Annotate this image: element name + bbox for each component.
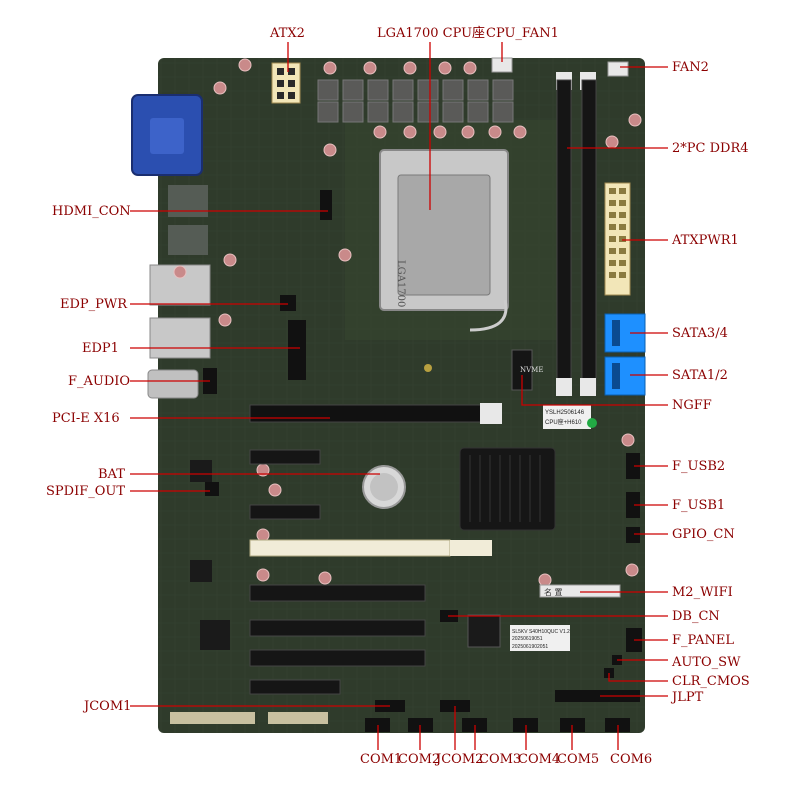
serial-sticker-line3: 2025061902051: [512, 644, 548, 650]
m2-wifi-marking: 名 置: [544, 587, 563, 597]
pci-slot-2: [249, 584, 426, 602]
io-port-1: [168, 185, 208, 217]
label-fan2: FAN2: [672, 60, 709, 75]
label-spdif-out: SPDIF_OUT: [46, 484, 126, 499]
vga-port-inner: [150, 118, 184, 154]
f-usb2-header: [626, 453, 640, 479]
bat-coin-cell-inner: [370, 473, 398, 501]
label-edp1: EDP1: [82, 341, 119, 356]
label-atxpwr1: ATXPWR1: [672, 233, 739, 248]
label-f-usb1: F_USB1: [672, 498, 726, 513]
dimm-slot-2: [581, 79, 597, 391]
edp-pwr-header: [280, 295, 296, 311]
dimm-latch-3: [556, 378, 572, 396]
pointer-ngff: [521, 375, 668, 406]
serial-sticker-line1: SL5KV S40H10QUC V1.2: [512, 629, 570, 635]
gpio-cn-header: [626, 527, 640, 543]
label-pcie-x16: PCI-E X16: [52, 411, 120, 426]
label-gpio-cn: GPIO_CN: [672, 527, 735, 542]
atx2-connector: [271, 62, 301, 104]
spdif-out-header: [205, 482, 219, 496]
label-m2-wifi: M2_WIFI: [672, 585, 733, 600]
label-edp-pwr: EDP_PWR: [60, 297, 128, 312]
f-usb1-header: [626, 492, 640, 518]
label-com2: COM2: [398, 752, 441, 767]
pci-slot-1: [249, 539, 451, 557]
pcie-x16-latch: [480, 403, 502, 424]
cpu-socket-marking: LGA1700: [395, 260, 406, 307]
bios-chip: [467, 614, 501, 648]
green-led: [587, 418, 597, 428]
label-f-panel: F_PANEL: [672, 633, 734, 648]
fan2-header: [607, 61, 629, 77]
io-port-2: [168, 225, 208, 255]
label-sata34: SATA3/4: [672, 326, 728, 341]
m2-wifi-slot: [539, 584, 621, 598]
heatsink-fins: [469, 455, 541, 522]
label-com3: COM3: [479, 752, 522, 767]
io-chip-1: [190, 460, 212, 482]
atx2-pins: [277, 68, 295, 99]
sata1-2-slot: [612, 363, 620, 389]
pci-slot-4: [249, 649, 426, 667]
usb-port-stack-2: [149, 317, 211, 359]
bottom-left-header-2: [268, 712, 328, 724]
label-hdmi-con: HDMI_CON: [52, 204, 131, 219]
label-com4: COM4: [518, 752, 561, 767]
atxpwr1-connector: [604, 182, 631, 296]
label-lga1700: LGA1700 CPU座: [377, 26, 486, 41]
board-sticker-line1: YSLH2506146: [545, 410, 585, 416]
sata3-4-slot: [612, 320, 620, 346]
jlpt-header: [555, 690, 640, 702]
edp1-header: [288, 320, 306, 380]
vrm-chokes: [317, 79, 514, 123]
label-ddr4: 2*PC DDR4: [672, 141, 749, 156]
label-f-audio: F_AUDIO: [68, 374, 131, 389]
label-cpu-fan1: CPU_FAN1: [486, 26, 559, 41]
pci-slot-5: [249, 679, 341, 695]
label-auto-sw: AUTO_SW: [672, 655, 741, 670]
io-chip-3: [200, 620, 230, 650]
hdmi-con-header: [320, 190, 332, 220]
label-sata12: SATA1/2: [672, 368, 728, 383]
dimm-slot-1: [556, 79, 572, 391]
label-jlpt: JLPT: [672, 690, 704, 705]
label-com5: COM5: [557, 752, 600, 767]
pci-slot-1-key: [450, 540, 492, 556]
left-short-slot-2: [249, 504, 321, 520]
pci-slot-3: [249, 619, 426, 637]
left-short-slot-1: [249, 449, 321, 465]
mount-hole-1: [424, 364, 432, 372]
cpu-socket-cover: [397, 174, 491, 296]
label-ngff: NGFF: [672, 398, 712, 413]
atxpwr1-pins: [609, 188, 626, 278]
io-chip-2: [190, 560, 212, 582]
board-sticker-line2: CPU座+H610: [545, 418, 582, 426]
dimm-latch-4: [580, 378, 596, 396]
label-db-cn: DB_CN: [672, 609, 720, 624]
label-clr-cmos: CLR_CMOS: [672, 674, 750, 689]
label-jcom1: JCOM1: [84, 699, 132, 714]
ngff-marking: NVME: [520, 366, 543, 374]
chipset-heatsink: [459, 447, 556, 531]
label-atx2: ATX2: [270, 26, 305, 41]
bottom-left-header-1: [170, 712, 255, 724]
pointer-clr-cmos: [608, 673, 668, 682]
label-com6: COM6: [610, 752, 653, 767]
serial-sticker-line2: 20250619051: [512, 636, 543, 642]
label-bat: BAT: [98, 467, 125, 482]
sata1-2-connector: [604, 356, 646, 396]
label-com1: COM1: [360, 752, 403, 767]
label-f-usb2: F_USB2: [672, 459, 726, 474]
cpu-lever: [469, 299, 508, 332]
pointer-lines: [130, 42, 668, 750]
pcie-x16-slot: [249, 404, 496, 423]
board-sticker: [543, 405, 591, 429]
serial-sticker: [510, 625, 570, 651]
label-jcom2: JCOM2: [436, 752, 484, 767]
audio-jack: [147, 369, 199, 399]
capacitors: [173, 58, 642, 587]
